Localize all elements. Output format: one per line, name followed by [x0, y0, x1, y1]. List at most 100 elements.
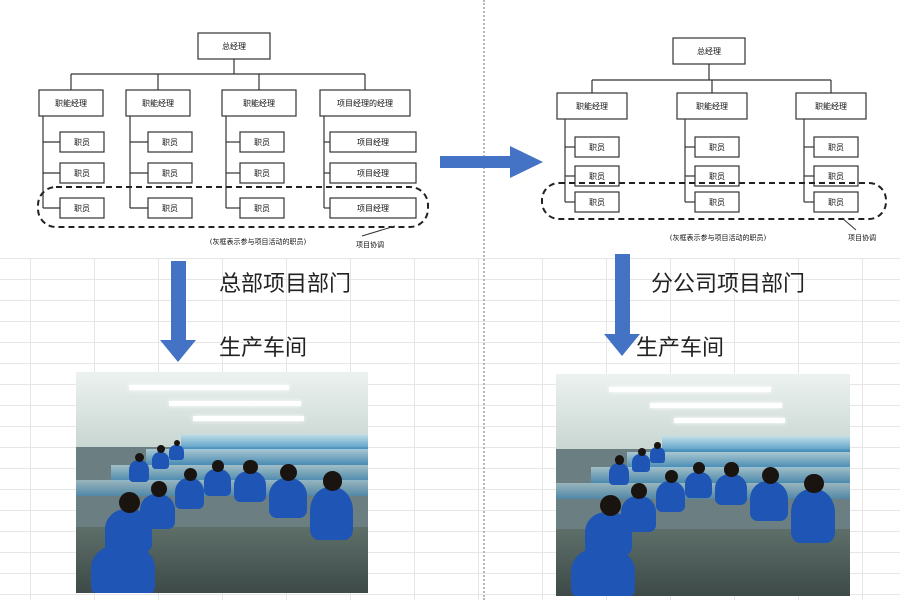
left-column-head-4: 项目经理的经理 [319, 89, 411, 117]
left-workshop-photo [76, 372, 368, 593]
right-member-2-2-text: 职员 [709, 172, 725, 181]
right-column-head-3-text: 职能经理 [815, 101, 847, 111]
worker-head [804, 473, 825, 494]
worker-head [134, 453, 144, 463]
right-org-chart: 总经理职能经理职员职员职员职能经理职员职员职员职能经理职员职员职员(灰框表示参与… [541, 37, 887, 242]
workbench-shelf [591, 467, 850, 484]
right-workshop-label: 生产车间 [636, 336, 725, 361]
right-member-3-1-text: 职员 [828, 143, 844, 152]
left-column-head-2: 职能经理 [125, 89, 191, 117]
left-column-head-2-text: 职能经理 [142, 98, 174, 108]
workbench-shelf [146, 449, 368, 466]
right-member-1-2-text: 职员 [589, 172, 605, 181]
left-member-1-1: 职员 [59, 131, 105, 153]
right-member-1-3: 职员 [574, 191, 620, 213]
worker-head [157, 445, 166, 454]
right-member-3-3: 职员 [813, 191, 859, 213]
worker-figure [791, 489, 836, 543]
ceiling-lamp [192, 416, 304, 422]
right-down-arrow [604, 254, 640, 356]
worker-figure [175, 478, 205, 510]
left-member-3-2-text: 职员 [254, 169, 270, 178]
worker-head [150, 480, 167, 497]
right-column-head-2: 职能经理 [676, 92, 748, 120]
transition-arrow [440, 146, 543, 178]
right-member-1-1-text: 职员 [589, 143, 605, 152]
right-column-head-1: 职能经理 [556, 92, 628, 120]
right-workshop-photo [556, 374, 850, 596]
worker-head [615, 455, 625, 465]
worker-figure [309, 486, 354, 540]
left-column-head-1: 职能经理 [38, 89, 104, 117]
worker-head [654, 441, 662, 449]
worker-figure [233, 471, 266, 503]
worker-figure [685, 471, 712, 499]
worker-head [664, 469, 678, 484]
right-member-3-2: 职员 [813, 165, 859, 187]
worker-head [761, 466, 779, 484]
worker-figure [650, 447, 665, 463]
worker-head [173, 439, 181, 447]
left-member-3-3: 职员 [239, 197, 285, 219]
right-project-outline [541, 182, 887, 220]
right-member-1-3-text: 职员 [589, 198, 605, 207]
left-member-1-3-text: 职员 [74, 204, 90, 213]
left-org-chart: 总经理职能经理职员职员职员职能经理职员职员职员职能经理职员职员职员项目经理的经理… [37, 32, 429, 249]
left-member-4-3: 项目经理 [329, 197, 417, 219]
right-member-3-3-text: 职员 [828, 198, 844, 207]
left-member-2-2: 职员 [147, 162, 193, 184]
worker-figure [608, 462, 630, 485]
left-coordination-label: 项目协调 [356, 240, 384, 249]
right-connectors [564, 64, 832, 203]
worker-head [280, 464, 298, 482]
left-general-manager: 总经理 [197, 32, 271, 60]
worker-figure [140, 493, 176, 529]
worker-head [637, 447, 646, 456]
left-member-2-3: 职员 [147, 197, 193, 219]
workbench-shelf [661, 436, 850, 453]
worker-head [184, 467, 198, 481]
right-column-head-3: 职能经理 [795, 92, 867, 120]
left-department-label: 总部项目部门 [219, 272, 352, 297]
right-member-1-1: 职员 [574, 136, 620, 158]
ceiling-lamp [128, 385, 290, 391]
right-member-1-2: 职员 [574, 165, 620, 187]
left-caption: (灰框表示参与项目活动的职员) [210, 237, 307, 246]
left-member-2-3-text: 职员 [162, 204, 178, 213]
left-coordination-pointer [361, 225, 396, 237]
worker-head [243, 459, 258, 475]
left-member-3-3-text: 职员 [254, 204, 270, 213]
ceiling-lamp [169, 400, 301, 406]
worker-figure [655, 480, 686, 512]
right-member-3-1: 职员 [813, 136, 859, 158]
worker-figure [169, 444, 185, 461]
left-member-2-1-text: 职员 [162, 138, 178, 147]
worker-figure [128, 460, 149, 483]
right-general-manager: 总经理 [672, 37, 746, 65]
left-member-1-2: 职员 [59, 162, 105, 184]
right-member-2-2: 职员 [694, 165, 740, 187]
worker-head [212, 459, 225, 472]
left-member-4-3-text: 项目经理 [357, 203, 389, 213]
left-member-1-3: 职员 [59, 197, 105, 219]
workbench-shelf [181, 433, 368, 450]
worker-head [119, 492, 141, 514]
right-caption: (灰框表示参与项目活动的职员) [670, 233, 767, 242]
worker-figure [204, 469, 231, 496]
left-member-4-2: 项目经理 [329, 162, 417, 184]
worker-figure [750, 480, 789, 521]
worker-figure [151, 451, 170, 470]
ceiling-lamp [650, 402, 783, 408]
workbench-shelf [626, 451, 850, 468]
left-workshop-label: 生产车间 [219, 336, 308, 361]
left-member-1-2-text: 职员 [74, 169, 90, 178]
left-column-head-3-text: 职能经理 [243, 98, 275, 108]
worker-head [724, 462, 739, 477]
worker-figure [632, 453, 651, 472]
worker-figure [620, 496, 656, 532]
left-member-2-1: 职员 [147, 131, 193, 153]
left-member-4-1-text: 项目经理 [357, 137, 389, 147]
right-coordination-pointer [841, 217, 857, 231]
right-column-head-2-text: 职能经理 [696, 101, 728, 111]
